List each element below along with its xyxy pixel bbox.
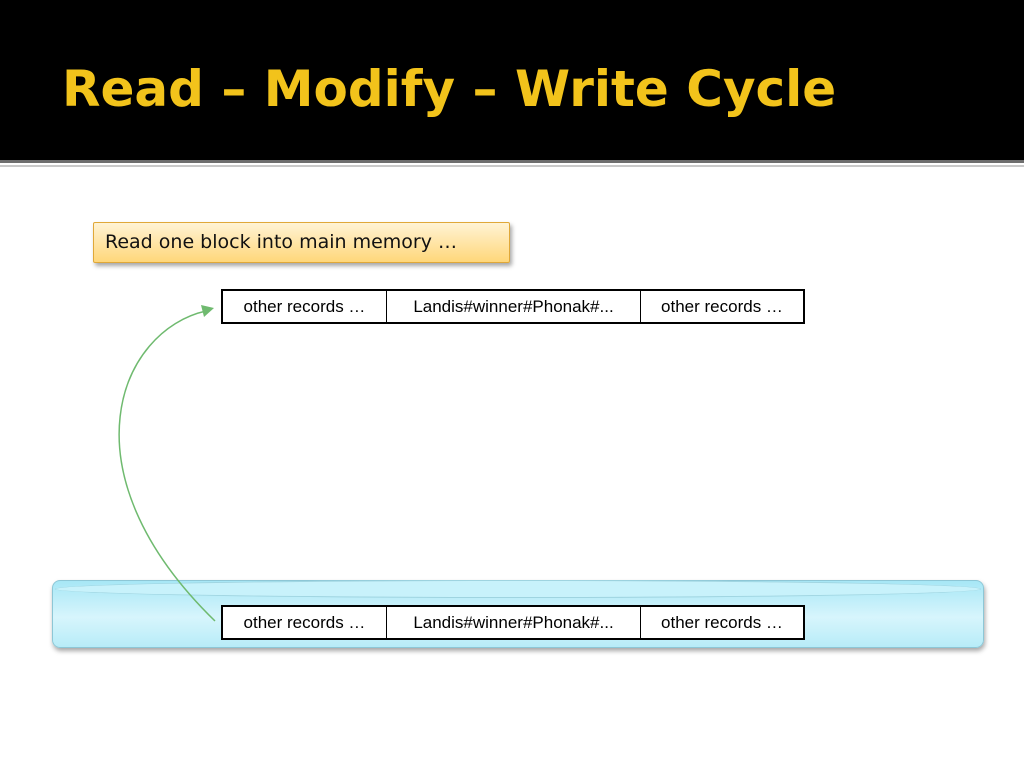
disk-cell-other-records-left: other records … [243, 612, 366, 632]
disk-cell-other-records-right: other records … [640, 607, 803, 638]
read-arrow-path [118, 310, 216, 622]
disk-block: other records … Landis#winner#Phonak#...… [221, 605, 805, 640]
disk-cylinder-top [55, 580, 981, 598]
memory-cell-record: Landis#winner#Phonak#... [386, 291, 640, 322]
arrow-head-icon [201, 305, 214, 317]
title-divider [0, 160, 1024, 163]
callout-box: Read one block into main memory … [93, 222, 510, 263]
disk-cell-record: Landis#winner#Phonak#... [386, 607, 640, 638]
slide-title: Read – Modify – Write Cycle [62, 60, 837, 118]
memory-block: other records … Landis#winner#Phonak#...… [221, 289, 805, 324]
memory-cell-other-records-right: other records … [640, 291, 803, 322]
memory-cell-other-records-left: other records … [243, 296, 366, 316]
title-divider-light [0, 165, 1024, 167]
title-bar: Read – Modify – Write Cycle [0, 0, 1024, 160]
